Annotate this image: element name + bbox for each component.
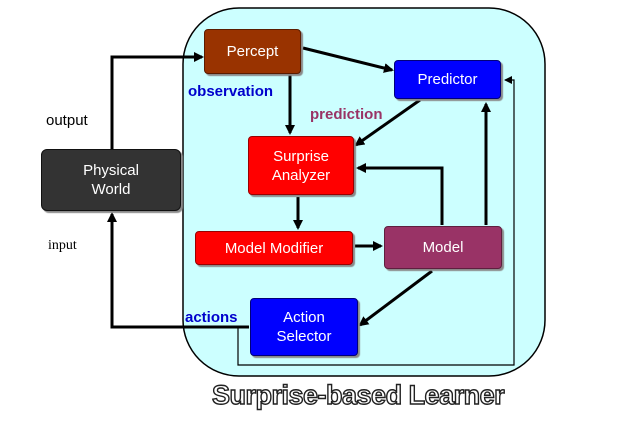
arrow-actions-to-predictor — [237, 76, 515, 366]
predictor-label: Predictor — [417, 71, 478, 88]
prediction-label: prediction — [310, 106, 383, 123]
observation-label: observation — [188, 83, 274, 100]
physical-world-label-line-2: World — [91, 181, 131, 198]
arrow-selector-to-world — [107, 212, 249, 329]
action-selector-box: Action Selector — [250, 298, 358, 356]
predictor-box: Predictor — [394, 60, 501, 99]
surprise-analyzer-box: Surprise Analyzer — [248, 136, 354, 195]
model-modifier-box: Model Modifier — [195, 231, 353, 265]
action-selector-label-line-2: Selector — [276, 328, 332, 345]
model-label: Model — [422, 239, 464, 256]
learner-title: Surprise-based Learner — [211, 379, 505, 410]
arrow-model-to-selector — [358, 269, 433, 327]
percept-label: Percept — [226, 43, 279, 60]
model-box: Model — [384, 226, 502, 269]
arrow-world-to-percept — [110, 52, 204, 149]
percept-box: Percept — [204, 29, 301, 74]
action-selector-label-line-1: Action — [283, 309, 325, 326]
surprise-analyzer-label-line-2: Analyzer — [271, 166, 331, 184]
physical-world-label-line-1: Physical — [83, 162, 139, 179]
arrow-percept-to-predictor — [302, 46, 394, 73]
input-label: input — [48, 238, 77, 253]
arrow-model-to-analyzer — [356, 163, 444, 225]
model-modifier-label: Model Modifier — [224, 239, 324, 257]
output-label: output — [46, 112, 88, 129]
arrow-predictor-to-analyzer — [354, 98, 421, 147]
learner-container — [182, 7, 546, 377]
surprise-analyzer-label-line-1: Surprise — [273, 147, 329, 165]
physical-world-box: Physical World — [41, 149, 181, 211]
actions-label: actions — [185, 309, 238, 326]
